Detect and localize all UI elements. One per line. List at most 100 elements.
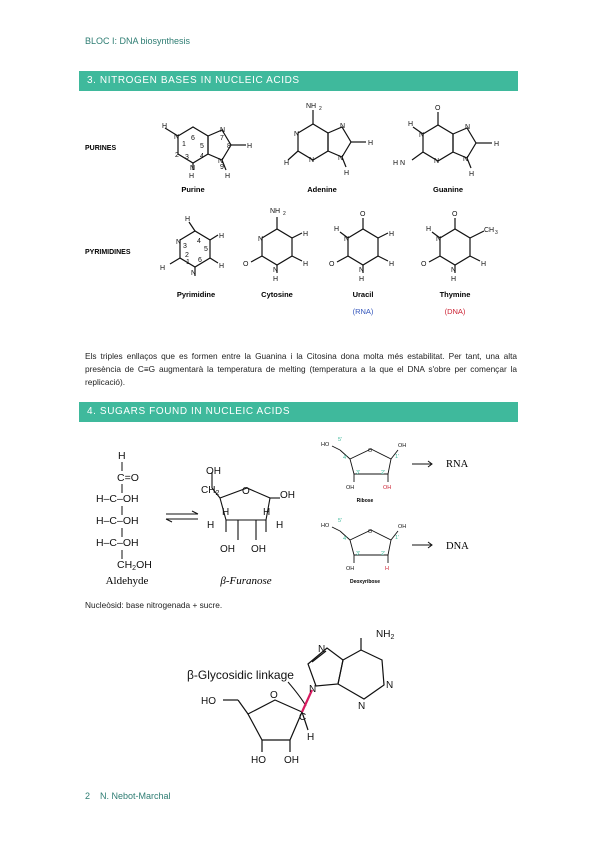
svg-text:4: 4 xyxy=(197,238,201,245)
glycosidic-label: β-Glycosidic linkage xyxy=(187,668,294,682)
svg-text:H: H xyxy=(408,121,413,128)
svg-text:OH: OH xyxy=(346,566,354,572)
svg-text:O: O xyxy=(435,105,441,112)
glycosidic-pointer xyxy=(287,681,307,707)
svg-text:H: H xyxy=(222,507,229,518)
adenine-structure xyxy=(287,110,366,168)
svg-text:NH: NH xyxy=(306,103,316,110)
svg-text:N: N xyxy=(176,239,181,246)
svg-text:2: 2 xyxy=(319,106,322,112)
svg-text:OH: OH xyxy=(280,490,295,501)
svg-text:N: N xyxy=(218,158,223,165)
svg-text:H: H xyxy=(284,160,289,167)
pyrimidine-structure xyxy=(169,221,219,276)
svg-text:N: N xyxy=(419,132,424,139)
uracil-label: Uracil xyxy=(353,290,374,299)
svg-text:N: N xyxy=(463,156,468,163)
svg-text:H: H xyxy=(389,231,394,238)
svg-text:9: 9 xyxy=(220,164,224,171)
svg-text:N: N xyxy=(358,701,365,712)
rna-arrow xyxy=(412,460,433,468)
svg-text:CH: CH xyxy=(484,227,494,234)
adenine-label: Adenine xyxy=(307,185,337,194)
svg-text:H: H xyxy=(481,261,486,268)
svg-text:H: H xyxy=(273,276,278,283)
uracil-rna-note: (RNA) xyxy=(353,307,374,316)
svg-text:1': 1' xyxy=(395,535,399,541)
svg-text:N: N xyxy=(309,684,316,695)
svg-text:H: H xyxy=(393,160,398,167)
svg-text:H: H xyxy=(303,261,308,268)
svg-text:C=O: C=O xyxy=(117,472,139,484)
svg-text:N: N xyxy=(309,157,314,164)
running-header: BLOC I: DNA biosynthesis xyxy=(85,36,191,46)
svg-text:1: 1 xyxy=(182,141,186,148)
svg-text:3': 3' xyxy=(356,551,360,557)
thymine-dna-note: (DNA) xyxy=(445,307,466,316)
purine-structure xyxy=(164,126,246,171)
dna-label: DNA xyxy=(446,541,469,552)
svg-text:6: 6 xyxy=(198,257,202,264)
svg-text:1: 1 xyxy=(186,259,190,266)
svg-text:N: N xyxy=(220,127,225,134)
svg-text:O: O xyxy=(452,211,458,218)
svg-text:3: 3 xyxy=(495,230,498,236)
svg-text:HO: HO xyxy=(321,523,330,529)
ribose-structure xyxy=(331,445,399,482)
svg-text:N: N xyxy=(258,236,263,243)
svg-text:HO: HO xyxy=(251,755,266,766)
svg-text:OH: OH xyxy=(206,466,221,477)
svg-text:4': 4' xyxy=(343,536,347,542)
svg-text:H: H xyxy=(389,261,394,268)
svg-text:OH: OH xyxy=(284,755,299,766)
svg-text:4: 4 xyxy=(200,153,204,160)
svg-text:H: H xyxy=(385,566,389,572)
svg-text:2: 2 xyxy=(175,152,179,159)
svg-text:N: N xyxy=(344,236,349,243)
svg-text:H: H xyxy=(263,507,270,518)
svg-text:1': 1' xyxy=(395,454,399,460)
svg-text:N: N xyxy=(386,680,393,691)
svg-text:2: 2 xyxy=(283,211,286,217)
svg-text:H: H xyxy=(118,450,126,462)
svg-text:2': 2' xyxy=(381,470,385,476)
svg-text:N: N xyxy=(465,124,470,131)
svg-text:H: H xyxy=(207,520,214,531)
svg-text:2': 2' xyxy=(381,551,385,557)
svg-text:N: N xyxy=(451,267,456,274)
svg-text:3: 3 xyxy=(185,154,189,161)
svg-text:N: N xyxy=(318,644,325,655)
svg-text:OH: OH xyxy=(398,524,406,530)
svg-text:5: 5 xyxy=(204,246,208,253)
svg-text:OH: OH xyxy=(346,485,354,491)
svg-text:7: 7 xyxy=(220,135,224,142)
svg-text:N: N xyxy=(294,131,299,138)
svg-text:O: O xyxy=(329,261,335,268)
svg-text:O: O xyxy=(368,448,373,454)
svg-text:H: H xyxy=(219,233,224,240)
svg-text:O: O xyxy=(421,261,427,268)
svg-text:H: H xyxy=(451,276,456,283)
furanose-structure xyxy=(211,472,280,540)
svg-text:H: H xyxy=(160,265,165,272)
svg-text:O: O xyxy=(242,486,250,497)
svg-text:H–C–OH: H–C–OH xyxy=(96,493,139,505)
section-3-banner: 3. NITROGEN BASES IN NUCLEIC ACIDS xyxy=(79,71,518,91)
svg-text:N: N xyxy=(190,165,195,172)
svg-text:5': 5' xyxy=(338,437,342,443)
cytosine-structure xyxy=(250,217,303,273)
deoxyribose-structure xyxy=(331,526,399,563)
thymine-structure xyxy=(428,218,485,273)
uracil-structure xyxy=(336,218,389,273)
svg-text:OH: OH xyxy=(220,544,235,555)
page-number: 2 xyxy=(85,791,91,801)
svg-text:H: H xyxy=(426,226,431,233)
svg-text:H: H xyxy=(276,520,283,531)
